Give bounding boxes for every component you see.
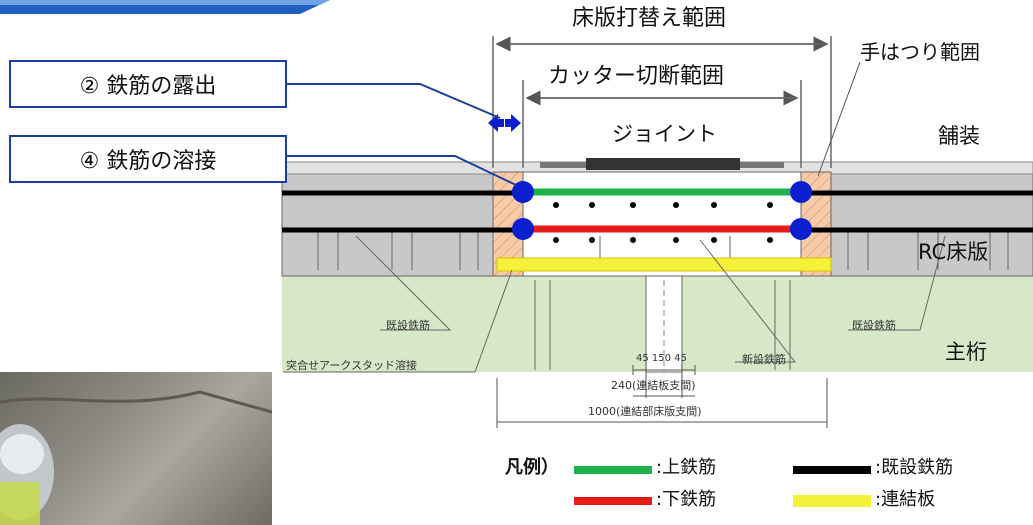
legend-label-existing-rebar: :既設鉄筋 bbox=[875, 457, 954, 478]
label-dim-1000: 1000(連結部床版支間) bbox=[588, 405, 702, 418]
label-pavement: 舗装 bbox=[938, 124, 980, 148]
label-dim-240: 240(連結板支間) bbox=[611, 379, 696, 392]
label-rc-slab: RC床版 bbox=[918, 240, 989, 264]
legend-label-top-rebar: :上鉄筋 bbox=[656, 457, 717, 478]
label-dim-small: 45 150 45 bbox=[636, 353, 687, 364]
legend-swatch-top-rebar bbox=[574, 466, 652, 474]
callout-rebar-welding: ④ 鉄筋の溶接 bbox=[9, 135, 287, 183]
double-arrow-icon bbox=[488, 114, 521, 132]
legend-swatch-bottom-rebar bbox=[574, 497, 652, 505]
label-cutter-range: カッター切断範囲 bbox=[548, 64, 725, 89]
site-photo bbox=[0, 372, 272, 525]
label-main-girder: 主桁 bbox=[945, 340, 987, 364]
label-hand-chipping-range: 手はつり範囲 bbox=[860, 40, 980, 64]
joint-block bbox=[586, 158, 740, 170]
existing-rebar-lines bbox=[282, 190, 1033, 233]
label-new-rebar: 新設鉄筋 bbox=[742, 353, 786, 366]
label-joint: ジョイント bbox=[612, 122, 717, 146]
legend-title: 凡例） bbox=[505, 457, 559, 478]
callout-rebar-exposure: ② 鉄筋の露出 bbox=[9, 60, 287, 108]
label-existing-rebar-right: 既設鉄筋 bbox=[852, 319, 896, 332]
legend-label-connecting-plate: :連結板 bbox=[875, 489, 936, 510]
legend-swatch-connecting-plate bbox=[793, 495, 871, 507]
legend-swatch-existing-rebar bbox=[793, 466, 871, 474]
label-existing-rebar-left: 既設鉄筋 bbox=[386, 319, 430, 332]
label-slab-replacement-range: 床版打替え範囲 bbox=[572, 6, 727, 31]
header-band bbox=[0, 0, 330, 14]
connecting-plate bbox=[496, 257, 832, 272]
label-stud-weld: 突合せアークスタッド溶接 bbox=[286, 359, 418, 372]
weld-point-icon bbox=[512, 181, 812, 240]
legend-label-bottom-rebar: :下鉄筋 bbox=[656, 489, 717, 510]
